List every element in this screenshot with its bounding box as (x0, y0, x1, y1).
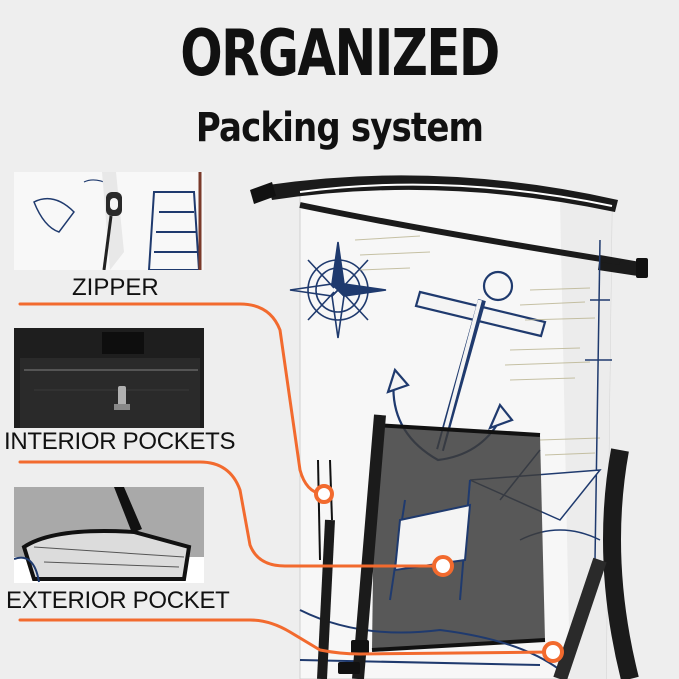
anchor-print (386, 270, 547, 462)
page-subtitle: Packing system (195, 105, 484, 151)
exterior-pocket-photo (14, 487, 204, 583)
interior-pocket-photo (14, 328, 204, 428)
page-title: ORGANIZED (180, 17, 500, 91)
feature-label-exterior-pocket: EXTERIOR POCKET (6, 587, 230, 614)
mesh-pocket-print (372, 425, 545, 650)
compass-rose-print (289, 241, 387, 339)
callout-dot-zipper (314, 484, 334, 504)
feature-label-zipper: ZIPPER (72, 274, 159, 301)
feature-label-interior-pockets: INTERIOR POCKETS (4, 428, 236, 455)
exterior-pocket-icon (14, 487, 204, 583)
callout-line-exterior (18, 618, 554, 656)
interior-pocket-icon (14, 328, 204, 428)
zipper-detail-photo (14, 172, 204, 270)
callout-dot-exterior (542, 641, 564, 663)
zipper-photo-icon (14, 172, 204, 270)
callout-dot-interior (432, 555, 454, 577)
